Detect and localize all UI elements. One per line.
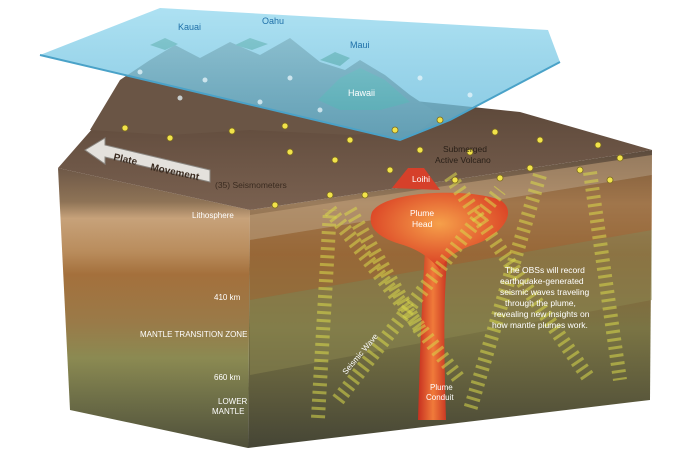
seismometer-marker	[392, 127, 398, 133]
label-plume-conduit-line2: Conduit	[426, 393, 454, 402]
label-submerged-line1: Submerged	[443, 144, 487, 154]
seismometer-marker	[203, 78, 208, 83]
label-410km: 410 km	[214, 293, 241, 302]
seismometer-marker	[595, 142, 601, 148]
label-maui: Maui	[350, 40, 370, 50]
block-front-face	[58, 168, 250, 448]
seismometer-marker	[437, 117, 443, 123]
seismometer-marker	[607, 177, 613, 183]
seismometer-marker	[577, 167, 583, 173]
note-line: The OBSs will record	[505, 265, 585, 275]
label-hawaii: Hawaii	[348, 88, 375, 98]
note-line: how mantle plumes work.	[492, 320, 588, 330]
seismometer-marker	[347, 137, 353, 143]
seismometer-marker	[272, 202, 278, 208]
label-loihi: Loihi	[412, 174, 430, 184]
seismometer-marker	[138, 70, 143, 75]
seismometer-marker	[387, 167, 393, 173]
label-kauai: Kauai	[178, 22, 201, 32]
label-lithosphere: Lithosphere	[192, 211, 234, 220]
note-line: through the plume,	[505, 298, 576, 308]
seismometer-marker	[362, 192, 368, 198]
label-oahu: Oahu	[262, 16, 284, 26]
label-lower-line2: MANTLE	[212, 407, 244, 416]
seismometer-marker	[617, 155, 623, 161]
seismometer-marker	[452, 177, 458, 183]
label-plume-conduit-line1: Plume	[430, 383, 453, 392]
seismometer-marker	[258, 100, 263, 105]
seismometer-marker	[282, 123, 288, 129]
note-line: seismic waves traveling	[500, 287, 590, 297]
label-plume-head-line1: Plume	[410, 208, 434, 218]
seismometer-marker	[167, 135, 173, 141]
seismometer-marker	[332, 157, 338, 163]
seismometer-marker	[527, 165, 533, 171]
seismometer-marker	[178, 96, 183, 101]
seismometer-marker	[229, 128, 235, 134]
seismometer-marker	[537, 137, 543, 143]
seismometer-marker	[122, 125, 128, 131]
seismometer-marker	[418, 76, 423, 81]
label-plume-head-line2: Head	[412, 219, 433, 229]
seismometer-marker	[327, 192, 333, 198]
seismometer-marker	[318, 108, 323, 113]
obs-note: The OBSs will record earthquake-generate…	[492, 265, 590, 330]
note-line: earthquake-generated	[500, 276, 584, 286]
seismometer-marker	[492, 129, 498, 135]
seismometer-marker	[287, 149, 293, 155]
note-line: revealing new insights on	[494, 309, 590, 319]
seismometer-marker	[497, 175, 503, 181]
label-mantle-transition: MANTLE TRANSITION ZONE	[140, 330, 247, 339]
seismometer-marker	[417, 147, 423, 153]
label-submerged-line2: Active Volcano	[435, 155, 491, 165]
label-660km: 660 km	[214, 373, 241, 382]
label-lower-line1: LOWER	[218, 397, 248, 406]
seismometer-marker	[288, 76, 293, 81]
label-seismometers: (35) Seismometers	[215, 180, 287, 190]
seismometer-marker	[468, 93, 473, 98]
